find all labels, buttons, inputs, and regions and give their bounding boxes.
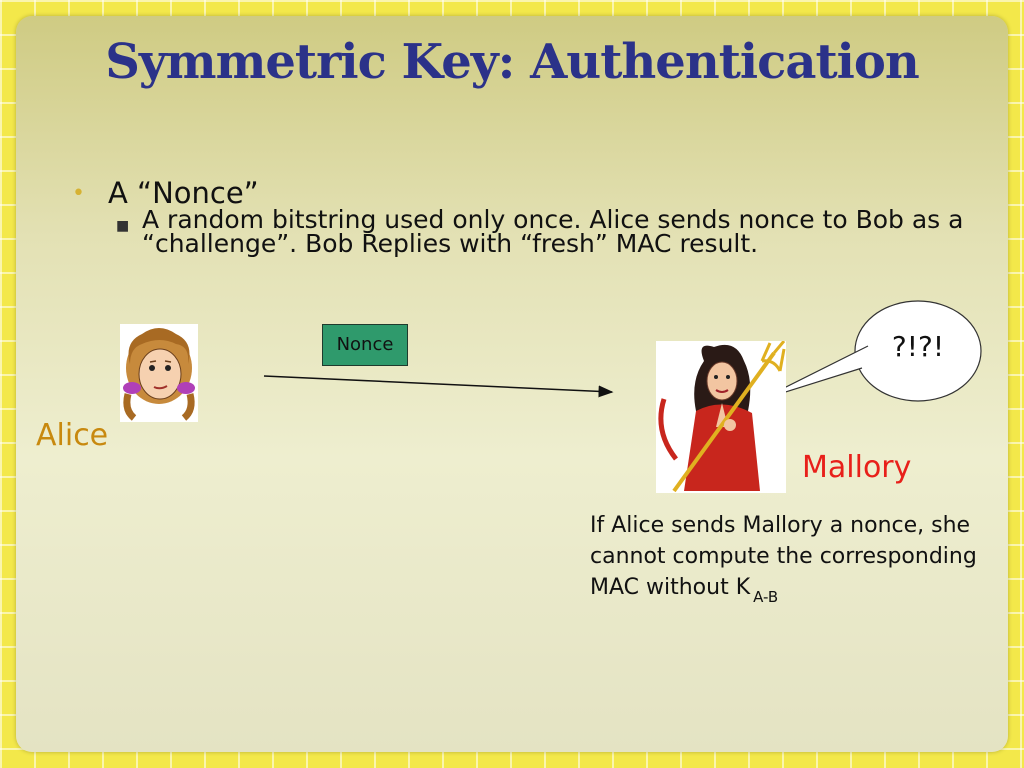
speech-bubble-text: ?!?! <box>891 330 945 363</box>
note-body: If Alice sends Mallory a nonce, she cann… <box>590 513 977 600</box>
note-text: If Alice sends Mallory a nonce, she cann… <box>590 510 1008 606</box>
slide: Symmetric Key: Authentication • A “Nonce… <box>16 16 1008 752</box>
bullet-main-text: A “Nonce” <box>108 176 259 210</box>
mallory-label: Mallory <box>802 450 912 485</box>
arrow-icon <box>263 375 614 398</box>
bullet-dot-icon: • <box>72 181 85 206</box>
note-subscript: A-B <box>753 588 779 606</box>
alice-cartoon-icon <box>120 324 198 422</box>
nonce-box: Nonce <box>322 324 408 366</box>
bullet-sub: ■ A random bitstring used only once. Ali… <box>116 205 972 258</box>
bullet-main: • A “Nonce” <box>72 176 259 210</box>
mallory-devil-icon <box>656 340 786 493</box>
slide-title: Symmetric Key: Authentication <box>105 34 920 90</box>
bullet-sub-text: A random bitstring used only once. Alice… <box>142 205 964 258</box>
alice-label: Alice <box>36 418 109 453</box>
bullet-square-icon: ■ <box>116 218 130 234</box>
